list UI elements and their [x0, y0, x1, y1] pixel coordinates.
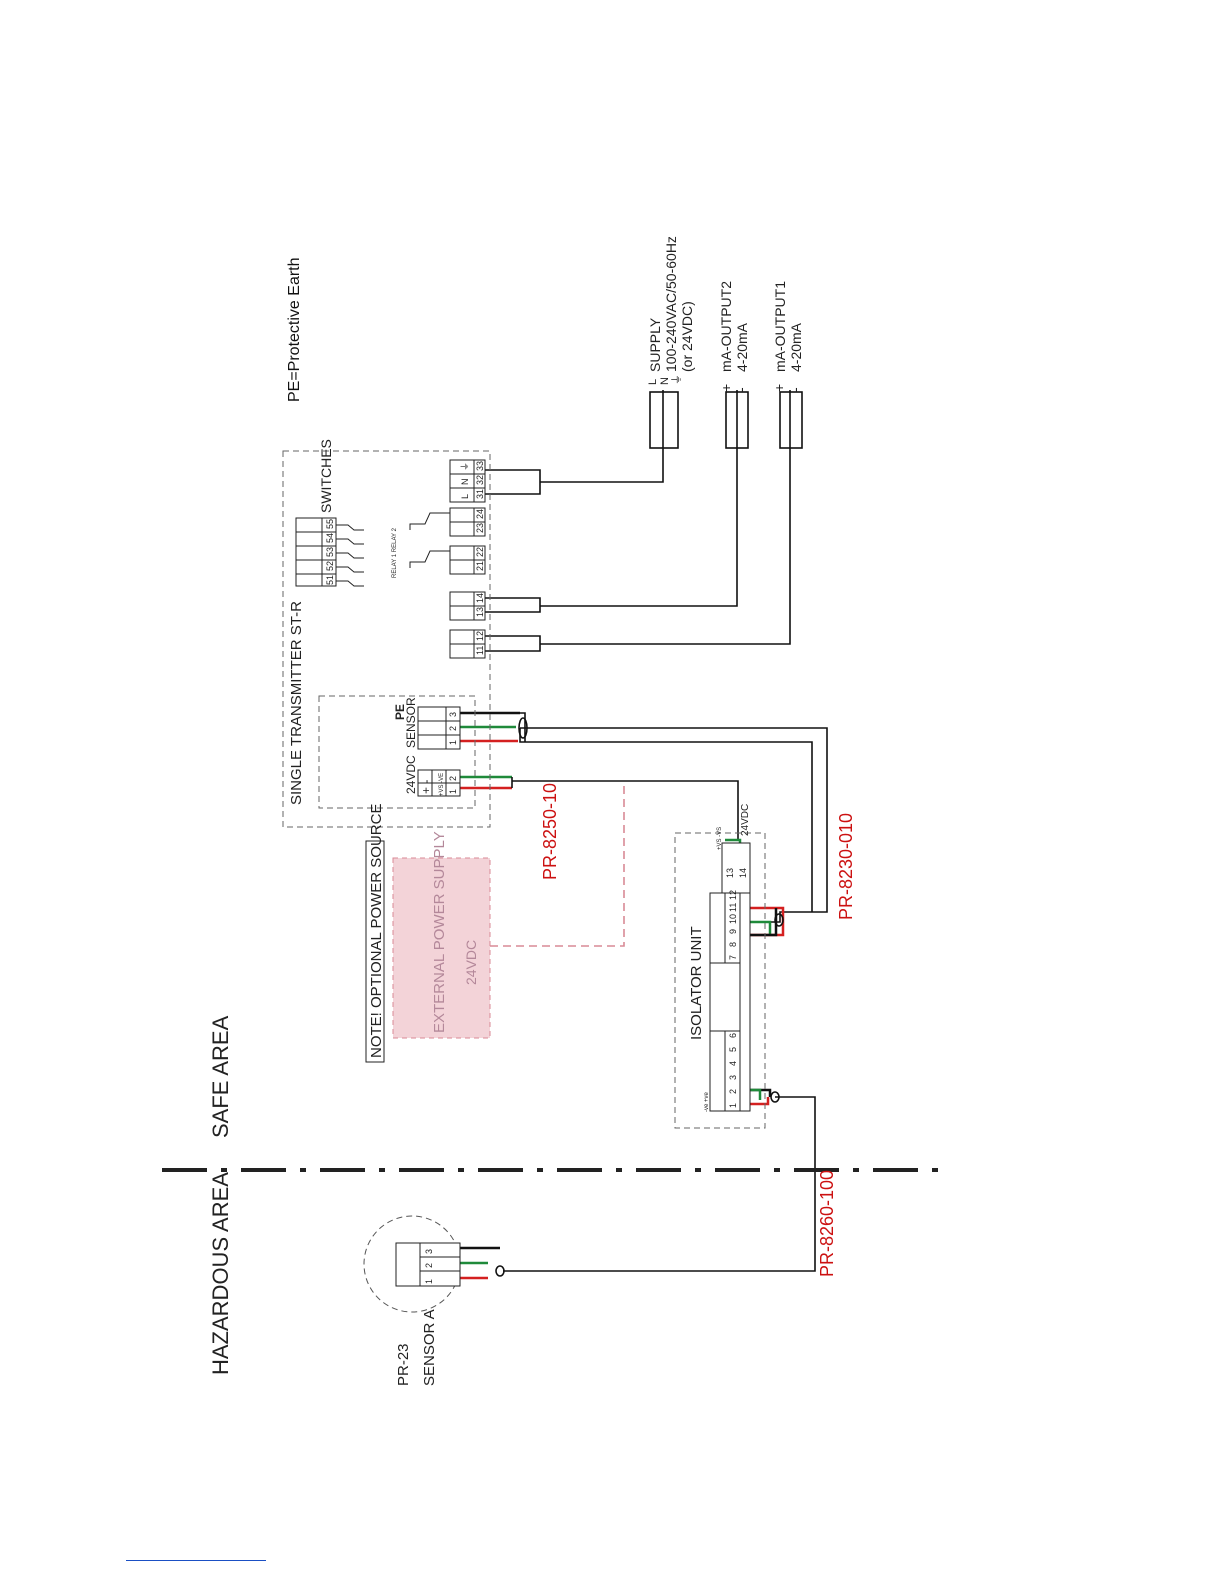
output2-pin-plus: +	[718, 384, 734, 392]
wire-24vdc	[512, 780, 739, 840]
output1-pin-minus: -	[787, 387, 803, 392]
wire-output2	[485, 597, 541, 613]
tx-supply-32: 32	[475, 475, 485, 485]
tx-supply-n: N	[460, 479, 470, 486]
iso-terminal-14: 14	[738, 868, 748, 878]
external-supply-title: EXTERNAL POWER SUPPLY	[431, 831, 448, 1033]
tx-relay-22: 22	[475, 547, 485, 557]
tx-power-polarity: + -	[419, 780, 433, 794]
output1-title: mA-OUTPUT1	[772, 281, 788, 372]
tx-switch-55: 55	[325, 519, 335, 529]
wire-supply	[485, 469, 541, 495]
transmitter-title: SINGLE TRANSMITTER ST-R	[288, 601, 305, 805]
iso-terminal-1: 1	[728, 1103, 738, 1108]
single-transmitter	[282, 450, 491, 828]
tx-sensor-2: 2	[448, 726, 458, 731]
tx-relay-23: 23	[475, 523, 485, 533]
iso-polarity: -ve +ve	[704, 1091, 710, 1112]
relay-labels: RELAY 1 RELAY 2	[392, 527, 398, 578]
tx-sensor-3: 3	[448, 712, 458, 717]
transmitter-sensor-label: SENSOR	[404, 697, 418, 748]
iso-terminal-4: 4	[728, 1061, 738, 1066]
tx-power-1: 1	[448, 789, 458, 794]
tx-out-14: 14	[475, 593, 485, 603]
tx-power-sub: +VS -VE	[439, 773, 445, 796]
iso-terminal-13: 13	[725, 868, 735, 878]
tx-out-13: 13	[475, 607, 485, 617]
tx-relay-21: 21	[475, 561, 485, 571]
iso-terminal-12: 12	[728, 890, 738, 900]
tx-power-2: 2	[448, 776, 458, 781]
tx-relay-24: 24	[475, 509, 485, 519]
tx-switch-52: 52	[325, 561, 335, 571]
sensor-a	[363, 1215, 461, 1313]
note-box	[365, 840, 385, 1063]
external-power-supply	[392, 857, 491, 1039]
isolator-title: ISOLATOR UNIT	[688, 926, 705, 1040]
supply-pin-pe: ⏚	[670, 374, 683, 385]
note-label: NOTE! OPTIONAL POWER SOURCE	[368, 804, 385, 1058]
tx-supply-31: 31	[475, 489, 485, 499]
iso-supply-polarity: +VS -VS	[717, 827, 723, 850]
external-supply-voltage: 24VDC	[463, 940, 479, 985]
safe-area-label: SAFE AREA	[208, 1015, 233, 1138]
supply-pin-n: N	[659, 377, 671, 385]
wire-sensor-cable	[503, 1096, 816, 1272]
iso-terminal-2: 2	[728, 1089, 738, 1094]
iso-terminal-5: 5	[728, 1047, 738, 1052]
iso-terminal-9: 9	[728, 929, 738, 934]
footnote-rule	[126, 1560, 266, 1561]
iso-terminal-10: 10	[728, 914, 738, 924]
switches-label: SWITCHES	[318, 439, 334, 513]
wires	[459, 390, 828, 1280]
wire-optional-supply	[490, 781, 625, 947]
cable-label-sensor: PR-8260-100	[817, 1170, 837, 1277]
sensor-model: PR-23	[395, 1343, 412, 1386]
wire-isolator-to-transmitter	[520, 727, 828, 923]
output1-range: 4-20mA	[788, 322, 804, 372]
iso-terminal-7: 7	[728, 955, 738, 960]
sensor-terminal-1: 1	[424, 1279, 434, 1284]
tx-supply-l: L	[460, 494, 470, 499]
supply-pin-l: L	[647, 379, 659, 385]
output1-pin-plus: +	[771, 384, 787, 392]
output2-title: mA-OUTPUT2	[718, 281, 734, 372]
cable-label-power: PR-8250-10	[540, 783, 560, 880]
tx-sensor-1: 1	[448, 740, 458, 745]
supply-title: SUPPLY	[647, 317, 663, 372]
hazardous-area-label: HAZARDOUS AREA	[208, 1172, 233, 1375]
transmitter-power-label: 24VDC	[404, 755, 418, 794]
supply-alt: (or 24VDC)	[679, 301, 695, 372]
isolator-unit	[674, 832, 766, 1129]
output2-pin-minus: -	[733, 387, 749, 392]
output2-range: 4-20mA	[734, 322, 750, 372]
sensor-name: SENSOR A	[421, 1309, 438, 1386]
sensor-terminal-2: 2	[424, 1263, 434, 1268]
tx-switch-51: 51	[325, 575, 335, 585]
pe-legend: PE=Protective Earth	[286, 257, 303, 402]
iso-terminal-3: 3	[728, 1075, 738, 1080]
supply-range: 100-240VAC/50-60Hz	[663, 236, 679, 372]
iso-terminal-6: 6	[728, 1033, 738, 1038]
tx-out-11: 11	[475, 646, 485, 655]
isolator-supply-label: 24VDC	[740, 804, 751, 836]
iso-terminal-8: 8	[728, 942, 738, 947]
tx-out-12: 12	[475, 631, 485, 641]
tx-supply-33: 33	[475, 461, 485, 471]
tx-switch-54: 54	[325, 533, 335, 543]
tx-supply-pe: ⏚	[460, 462, 470, 471]
tx-switch-53: 53	[325, 547, 335, 557]
cable-label-transmitter: PR-8230-010	[836, 813, 856, 920]
transmitter-pe-label: PE	[393, 704, 407, 720]
sensor-terminal-3: 3	[424, 1249, 434, 1254]
wire-output1	[485, 635, 541, 652]
iso-terminal-11: 11	[728, 903, 738, 912]
